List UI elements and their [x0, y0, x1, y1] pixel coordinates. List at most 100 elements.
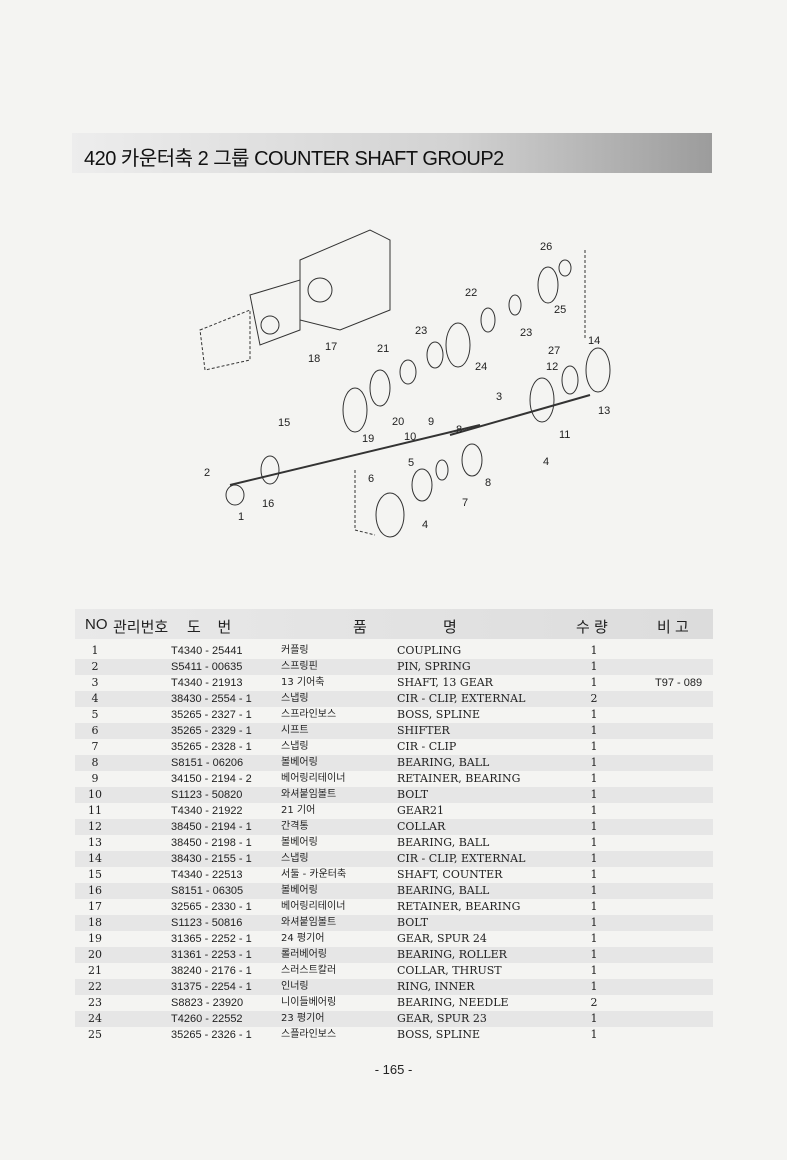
- callout-label: 19: [362, 433, 374, 445]
- cell-no: 16: [88, 884, 102, 897]
- table-row: 22 31375 - 2254 - 1 인너링 RING, INNER 1: [75, 979, 713, 995]
- cell-no: 24: [88, 1012, 102, 1025]
- cell-name-korean: 볼베어링: [281, 885, 318, 896]
- table-row: 17 32565 - 2330 - 1 베어링리테이너 RETAINER, BE…: [75, 899, 713, 915]
- table-row: 18 S1123 - 50816 와셔붙임볼트 BOLT 1: [75, 915, 713, 931]
- cell-part-code: S1123 - 50816: [171, 917, 243, 929]
- cell-no: 8: [91, 756, 99, 769]
- callout-label: 8: [485, 477, 491, 489]
- cell-name-korean: 21 기어: [281, 805, 316, 816]
- parts-table: 1 T4340 - 25441 커플링 COUPLING 1 2 S5411 -…: [75, 643, 713, 1043]
- cell-name-korean: 스냅링: [281, 853, 309, 864]
- callout-label: 25: [554, 304, 566, 316]
- callout-label: 12: [546, 361, 558, 373]
- callout-label: 22: [465, 287, 477, 299]
- cell-quantity: 1: [590, 772, 598, 785]
- cell-part-code: S5411 - 00635: [171, 661, 243, 673]
- cell-name-korean: 베어링리테이너: [281, 773, 346, 784]
- callout-label: 23: [415, 325, 427, 337]
- cell-part-code: 38430 - 2554 - 1: [171, 693, 252, 705]
- header-part-name-a: 품: [353, 619, 367, 636]
- cell-no: 1: [91, 644, 99, 657]
- header-note: 비 고: [657, 619, 689, 636]
- cell-part-code: S8151 - 06305: [171, 885, 244, 897]
- cell-part-code: 38450 - 2194 - 1: [171, 821, 252, 833]
- header-no: NO: [85, 616, 108, 633]
- cell-part-code: 38430 - 2155 - 1: [171, 853, 252, 865]
- cell-no: 18: [88, 916, 102, 929]
- cell-part-code: 38450 - 2198 - 1: [171, 837, 252, 849]
- cell-no: 6: [91, 724, 99, 737]
- cell-name-english: BEARING, BALL: [397, 756, 490, 769]
- callout-label: 1: [238, 511, 244, 523]
- cell-name-english: BOSS, SPLINE: [397, 1028, 481, 1041]
- cell-part-code: S1123 - 50820: [171, 789, 243, 801]
- cell-no: 23: [88, 996, 102, 1009]
- cell-quantity: 1: [590, 788, 598, 801]
- callout-label: 11: [559, 429, 570, 441]
- cell-name-korean: 인너링: [281, 981, 309, 992]
- table-row: 13 38450 - 2198 - 1 볼베어링 BEARING, BALL 1: [75, 835, 713, 851]
- cell-quantity: 1: [590, 900, 598, 913]
- callout-label: 23: [520, 327, 532, 339]
- section-title: 420 카운터축 2 그룹 COUNTER SHAFT GROUP2: [84, 148, 504, 170]
- callout-label: 20: [392, 416, 404, 428]
- cell-part-code: 35265 - 2326 - 1: [171, 1029, 252, 1041]
- cell-name-korean: 니이들베어링: [281, 997, 337, 1008]
- cell-no: 21: [88, 964, 102, 977]
- cell-no: 10: [88, 788, 102, 801]
- callout-label: 9: [428, 416, 434, 428]
- cell-name-english: SHAFT, 13 GEAR: [397, 676, 493, 689]
- table-row: 25 35265 - 2326 - 1 스플라인보스 BOSS, SPLINE …: [75, 1027, 713, 1043]
- cell-part-code: T4260 - 22552: [171, 1013, 243, 1025]
- cell-quantity: 1: [590, 884, 598, 897]
- callout-label: 16: [262, 498, 274, 510]
- cell-part-code: T4340 - 21913: [171, 677, 243, 689]
- callout-label: 3: [496, 391, 502, 403]
- cell-name-korean: 시프트: [281, 725, 309, 736]
- table-row: 10 S1123 - 50820 와셔붙임볼트 BOLT 1: [75, 787, 713, 803]
- callout-label: 15: [278, 417, 290, 429]
- cell-no: 20: [88, 948, 102, 961]
- exploded-parts-diagram: 26 22 25 23 23 21 24 17 18 14 27 12 20 1…: [199, 229, 611, 538]
- table-row: 16 S8151 - 06305 볼베어링 BEARING, BALL 1: [75, 883, 713, 899]
- cell-no: 19: [88, 932, 102, 945]
- cell-name-english: RETAINER, BEARING: [397, 772, 521, 785]
- header-mgmt-number: 관리번호: [113, 619, 169, 636]
- cell-quantity: 2: [590, 996, 598, 1009]
- callout-label: 7: [462, 497, 468, 509]
- cell-name-english: BEARING, ROLLER: [397, 948, 507, 961]
- diagram-callouts: 26 22 25 23 23 21 24 17 18 14 27 12 20 1…: [204, 241, 610, 531]
- cell-part-code: T4340 - 21922: [171, 805, 243, 817]
- table-row: 4 38430 - 2554 - 1 스냅링 CIR - CLIP, EXTER…: [75, 691, 713, 707]
- cell-name-korean: 24 평기어: [281, 933, 325, 944]
- cell-no: 25: [88, 1028, 102, 1041]
- cell-name-english: BEARING, NEEDLE: [397, 996, 509, 1009]
- cell-name-korean: 스러스트칼러: [281, 965, 337, 976]
- cell-name-korean: 13 기어축: [281, 677, 325, 688]
- table-row: 2 S5411 - 00635 스프링핀 PIN, SPRING 1: [75, 659, 713, 675]
- cell-no: 17: [88, 900, 102, 913]
- cell-part-code: 31365 - 2252 - 1: [171, 933, 252, 945]
- callout-label: 4: [543, 456, 549, 468]
- cell-name-english: BOSS, SPLINE: [397, 708, 481, 721]
- cell-quantity: 1: [590, 852, 598, 865]
- cell-no: 14: [88, 852, 102, 865]
- cell-quantity: 1: [590, 724, 598, 737]
- section-title-bar: 420 카운터축 2 그룹 COUNTER SHAFT GROUP2: [72, 133, 712, 173]
- table-row: 9 34150 - 2194 - 2 베어링리테이너 RETAINER, BEA…: [75, 771, 713, 787]
- callout-label: 26: [540, 241, 552, 253]
- header-part-name-b: 명: [443, 619, 457, 636]
- cell-part-code: 32565 - 2330 - 1: [171, 901, 252, 913]
- callout-label: 17: [325, 341, 337, 353]
- table-row: 8 S8151 - 06206 볼베어링 BEARING, BALL 1: [75, 755, 713, 771]
- cell-no: 22: [88, 980, 102, 993]
- cell-name-english: COUPLING: [397, 644, 462, 657]
- cell-name-korean: 스프링핀: [281, 661, 318, 672]
- cell-quantity: 1: [590, 660, 598, 673]
- cell-quantity: 1: [590, 916, 598, 929]
- cell-name-english: CIR - CLIP: [397, 740, 457, 753]
- cell-name-korean: 서둘 - 카운터축: [281, 869, 347, 880]
- cell-name-english: RING, INNER: [397, 980, 475, 993]
- cell-no: 13: [88, 836, 102, 849]
